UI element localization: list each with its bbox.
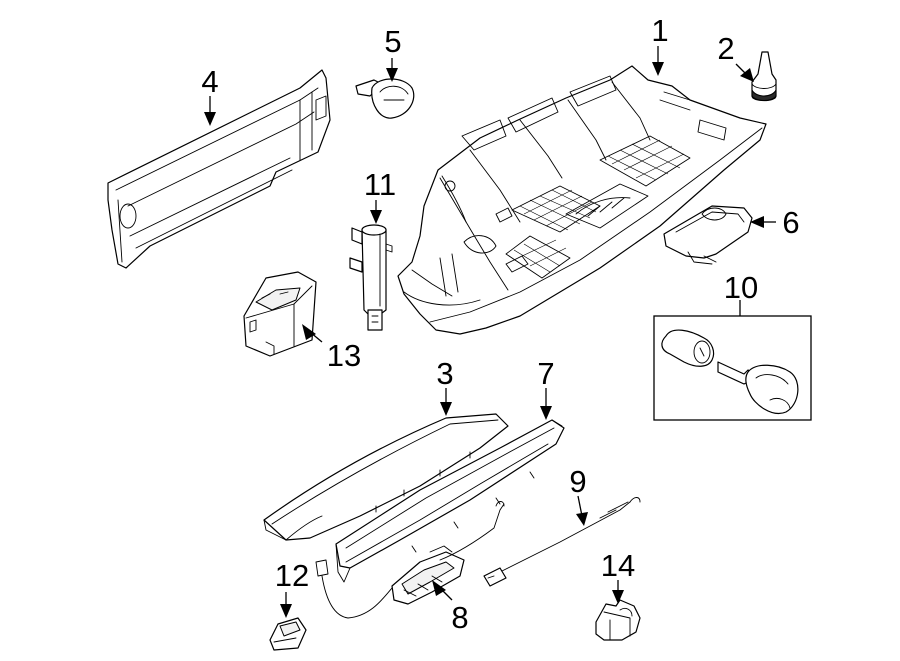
part-4-side-panel bbox=[107, 69, 331, 269]
part-6-latch-striker bbox=[663, 205, 753, 265]
callout-12: 12 bbox=[275, 558, 309, 593]
part-3-door-panel bbox=[263, 413, 509, 541]
part-7-door-frame bbox=[335, 419, 565, 583]
callout-5: 5 bbox=[384, 24, 401, 59]
part-5-clip bbox=[355, 78, 415, 119]
callout-6: 6 bbox=[782, 205, 799, 240]
callout-8: 8 bbox=[451, 600, 468, 635]
part-10-lock-cylinder-key bbox=[653, 315, 812, 421]
part-8-latch-handle bbox=[315, 501, 505, 619]
callout-10: 10 bbox=[724, 270, 758, 305]
callout-7: 7 bbox=[537, 356, 554, 391]
part-13-switch bbox=[243, 271, 317, 357]
part-11-damper bbox=[349, 224, 393, 331]
part-1-glove-box-housing bbox=[397, 65, 767, 335]
part-10-box bbox=[653, 315, 812, 421]
callout-2: 2 bbox=[717, 31, 734, 66]
callout-4: 4 bbox=[201, 64, 218, 99]
part-9-wire-harness bbox=[483, 497, 641, 587]
leader-lines bbox=[204, 46, 776, 618]
callout-1: 1 bbox=[651, 13, 668, 48]
callout-3: 3 bbox=[436, 356, 453, 391]
part-12-lamp bbox=[269, 617, 307, 651]
callout-14: 14 bbox=[601, 548, 635, 583]
part-14-bracket bbox=[595, 599, 641, 641]
callout-numbers: 1 2 3 4 5 6 7 8 9 10 11 12 13 14 bbox=[201, 13, 799, 635]
callout-13: 13 bbox=[327, 338, 361, 373]
callout-9: 9 bbox=[569, 464, 586, 499]
part-2-bumper bbox=[751, 51, 777, 102]
callout-11: 11 bbox=[364, 167, 396, 202]
